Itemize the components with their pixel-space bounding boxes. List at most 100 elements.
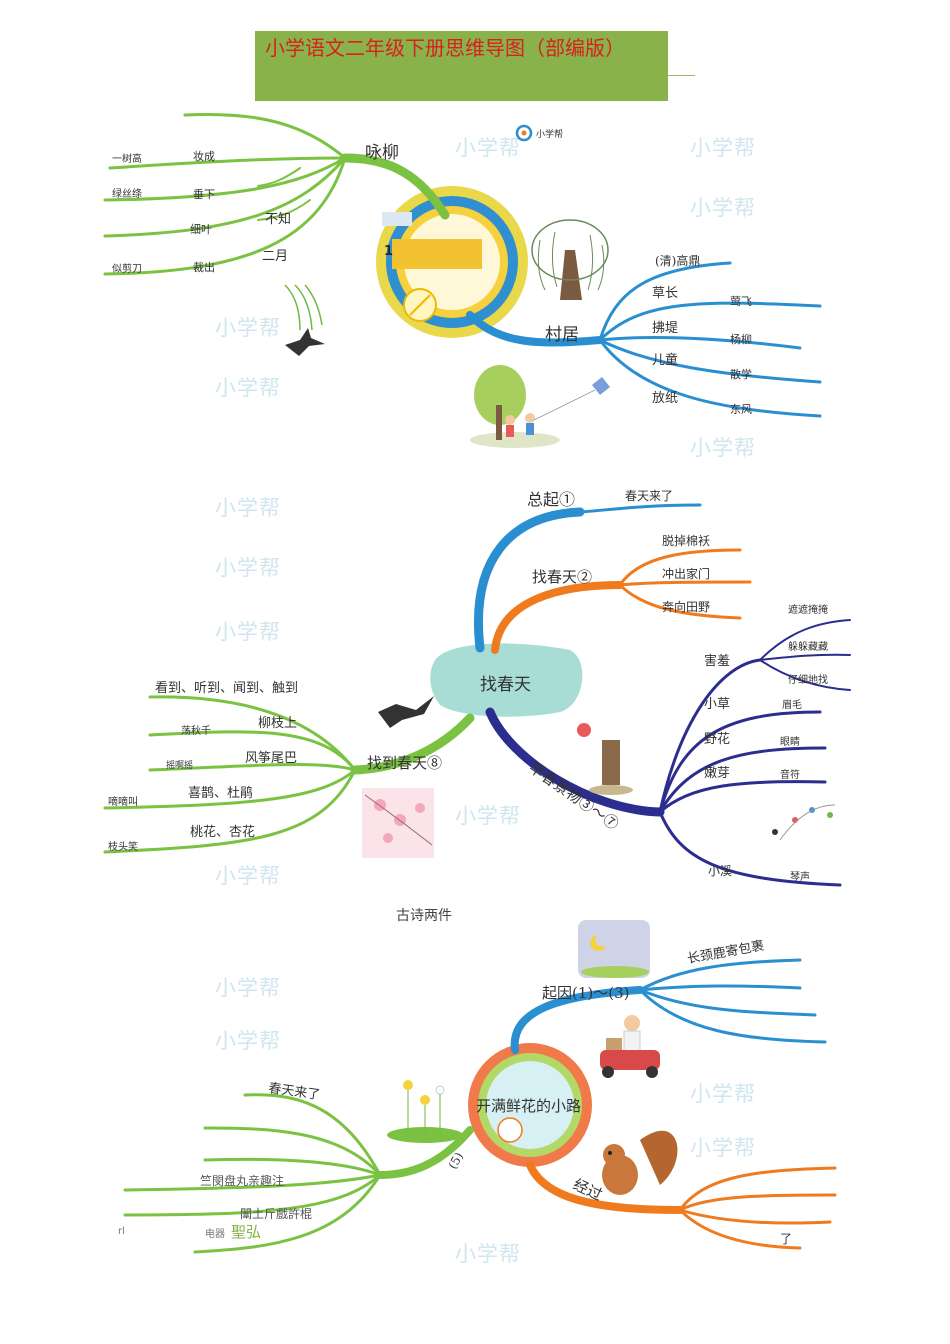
watermark-text: 小学帮	[455, 804, 521, 828]
map-item: 东风	[730, 403, 752, 416]
branch-yongliu	[103, 112, 450, 276]
squirrel-illustration	[602, 1130, 678, 1195]
branch-zhaodaochuntian	[103, 695, 475, 854]
courier-illustration	[600, 1015, 660, 1078]
branch-zongqi	[474, 503, 702, 653]
footer-mark: rl	[118, 1226, 125, 1237]
branch-wu	[123, 1093, 474, 1254]
svg-text:找春天: 找春天	[480, 675, 531, 695]
map-item: 遮遮掩掩	[788, 603, 828, 616]
map-item: (清)高鼎	[655, 253, 700, 268]
map-item: 绿丝绦	[112, 187, 142, 200]
magpie-icon	[378, 696, 434, 728]
map-item: 冲出家门	[662, 566, 710, 581]
map-item: 放纸	[652, 391, 678, 406]
map-item: 小草	[704, 697, 730, 712]
page-title: 小学语文二年级下册思维导图（部编版）	[255, 31, 668, 101]
map-item: 似剪刀	[112, 262, 142, 275]
footer-line-2: 闈土斤戲許棍	[240, 1207, 313, 1221]
map-item: 喜鹊、杜鹃	[188, 785, 253, 801]
map-item: 杨柳	[730, 332, 752, 346]
branch-label-zhaochuntian: 找春天②	[532, 568, 592, 586]
footer-line-1: 竺閔盘丸亲趣注	[200, 1174, 285, 1188]
svg-text:开满鲜花的小路: 开满鲜花的小路	[476, 1097, 581, 1115]
map-item: 摇啊摇	[166, 759, 193, 771]
map-item: 奔向田野	[662, 599, 710, 614]
watermark-text: 小学帮	[690, 136, 756, 160]
map-item: 音符	[780, 768, 800, 781]
map-item: 不知	[265, 211, 291, 227]
map-item: 了	[780, 1232, 792, 1246]
number-badge	[392, 239, 482, 269]
swallow-icon	[285, 328, 325, 356]
watermark-text: 小学帮	[690, 1082, 756, 1106]
map-item: 仔细地找	[788, 673, 828, 686]
map-item: 眼睛	[780, 736, 800, 748]
map-item: 枝头笑	[108, 840, 138, 853]
map-item: 一树高	[112, 152, 142, 165]
map-item: 荡秋千	[181, 724, 211, 737]
map-item: 小溪	[708, 864, 732, 878]
watermark-text: 小学帮	[215, 864, 281, 888]
map-item: 散学	[730, 367, 752, 381]
watermark-text: 小学帮	[690, 196, 756, 220]
branch-jingguo	[526, 1161, 837, 1250]
map-item: 春天来了	[267, 1081, 321, 1103]
map-item: 嘀嘀叫	[108, 795, 138, 808]
map-item: 儿童	[652, 352, 678, 368]
watermark-text: 小学帮	[455, 1242, 521, 1266]
branch-cunju	[466, 261, 822, 418]
blossom-illustration	[362, 788, 434, 858]
watermark-text: 小学帮	[215, 376, 281, 400]
night-scene-illustration	[578, 920, 650, 978]
map-item: 风筝尾巴	[245, 750, 297, 766]
watermark-text: 小学帮	[690, 1136, 756, 1160]
branch-qiyin	[510, 958, 827, 1054]
branch-label-cunju: 村居	[545, 325, 579, 345]
map-item: 琴声	[790, 870, 810, 883]
section-caption: 古诗两件	[396, 908, 452, 924]
flowers-illustration	[387, 1080, 463, 1143]
map-item: 垂下	[193, 188, 215, 201]
map-item: 莺飞	[730, 295, 752, 308]
number-badge-label: 1	[384, 244, 394, 259]
footer-small: 电器	[205, 1229, 225, 1240]
map-item: 草长	[652, 286, 678, 301]
music-notes-icon	[772, 804, 836, 841]
branch-label-qiyin: 起因(1)～(3)	[542, 984, 630, 1002]
watermark-text: 小学帮	[215, 316, 281, 340]
map-item: 桃花、杏花	[190, 824, 255, 840]
blurred-sticker	[382, 212, 412, 226]
center-node-flower-path: 开满鲜花的小路	[468, 1043, 592, 1167]
watermark-text: 小学帮	[690, 436, 756, 460]
branch-zaochunjingwu	[485, 619, 851, 887]
title-rule	[668, 75, 695, 76]
map-item: 细叶	[190, 223, 212, 236]
map-item: 害羞	[704, 653, 730, 669]
map-item: 野花	[704, 731, 730, 747]
watermark-text: 小学帮	[455, 136, 521, 160]
watermark-text: 小学帮	[215, 556, 281, 580]
map-item: 春天来了	[625, 489, 673, 503]
branch-zhaochuntian	[491, 548, 752, 654]
svg-text:小学帮: 小学帮	[536, 128, 563, 140]
branch-label-zhaodaochuntian: 找到春天⑧	[367, 754, 442, 772]
watermark-text: 小学帮	[215, 1029, 281, 1053]
center-node-zhaochuntian: 找春天	[430, 643, 583, 717]
map-item: 脱掉棉袄	[662, 533, 710, 548]
map-item: 柳枝上	[258, 716, 297, 731]
tree-stump-illustration	[577, 723, 633, 795]
branch-label-zongqi: 总起①	[527, 490, 575, 509]
watermark-text: 小学帮	[215, 976, 281, 1000]
kids-kite-illustration	[470, 365, 610, 448]
watermark-text: 小学帮	[215, 620, 281, 644]
map-item: 嫩芽	[704, 766, 730, 781]
willow-swallow-illustration	[284, 284, 323, 331]
brand-logo: 小学帮	[515, 124, 563, 142]
branch-label-yongliu: 咏柳	[365, 143, 399, 163]
map-item: 躲躲藏藏	[788, 640, 828, 653]
map-item: 拂堤	[652, 321, 678, 336]
map-item: 看到、听到、闻到、触到	[155, 680, 298, 696]
watermark-text: 小学帮	[215, 496, 281, 520]
